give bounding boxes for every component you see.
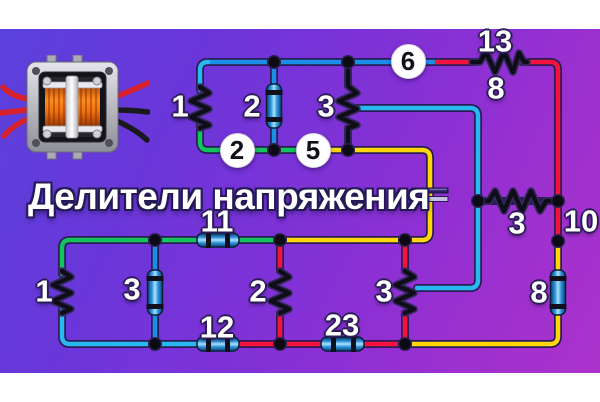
resistor-3-top-zigzag bbox=[336, 59, 360, 151]
resistor-1-bottom-zigzag bbox=[50, 268, 74, 316]
right-node-10-label: 10 bbox=[563, 203, 599, 239]
capacitor bbox=[411, 187, 449, 202]
component-23-label: 23 bbox=[324, 307, 360, 343]
top-component-2-label: 2 bbox=[243, 88, 261, 124]
junction-dots bbox=[147, 54, 566, 352]
component-12-label: 12 bbox=[199, 309, 235, 345]
wire-yellow-bottom bbox=[402, 312, 561, 347]
top-resistor-3-label: 3 bbox=[317, 88, 335, 124]
transformer-icon bbox=[0, 55, 150, 160]
component-11-label: 11 bbox=[200, 203, 234, 239]
wire-green-top bbox=[197, 121, 317, 153]
wire-yellow-mid bbox=[277, 147, 433, 243]
bridge-resistor-3-label: 3 bbox=[508, 205, 526, 241]
bottom-resistor-3-label: 3 bbox=[375, 273, 393, 309]
bottom-component-3-label: 3 bbox=[123, 271, 141, 307]
node-circle-5: 5 bbox=[295, 132, 331, 168]
series-resistor-top-label: 13 bbox=[477, 23, 513, 59]
resistors bbox=[50, 49, 561, 316]
right-component-8-label: 8 bbox=[530, 274, 548, 310]
resistor-13-zigzag bbox=[469, 49, 530, 75]
component-8-body bbox=[549, 269, 567, 316]
cylinder-components bbox=[146, 83, 567, 352]
component-3-body bbox=[146, 269, 164, 316]
wire-topleft-cyan bbox=[197, 59, 211, 93]
top-resistor-1-label: 1 bbox=[171, 88, 189, 124]
bottom-resistor-2-label: 2 bbox=[249, 273, 267, 309]
resistor-3-bridge-zigzag bbox=[476, 188, 561, 214]
wire-cyan-bottom-left bbox=[59, 307, 200, 347]
page-title: Делители напряжения bbox=[28, 176, 430, 217]
series-resistor-bottom-label: 8 bbox=[487, 70, 505, 106]
wire-green-mid-left bbox=[59, 237, 200, 277]
resistor-2-bottom-zigzag bbox=[268, 268, 292, 316]
bottom-resistor-1-label: 1 bbox=[35, 273, 53, 309]
wire-red-right bbox=[519, 59, 561, 243]
node-circle-2: 2 bbox=[219, 132, 255, 168]
resistor-3-bottom-zigzag bbox=[393, 268, 417, 316]
node-circle-6: 6 bbox=[390, 44, 426, 79]
resistor-1-top-zigzag bbox=[188, 84, 212, 131]
